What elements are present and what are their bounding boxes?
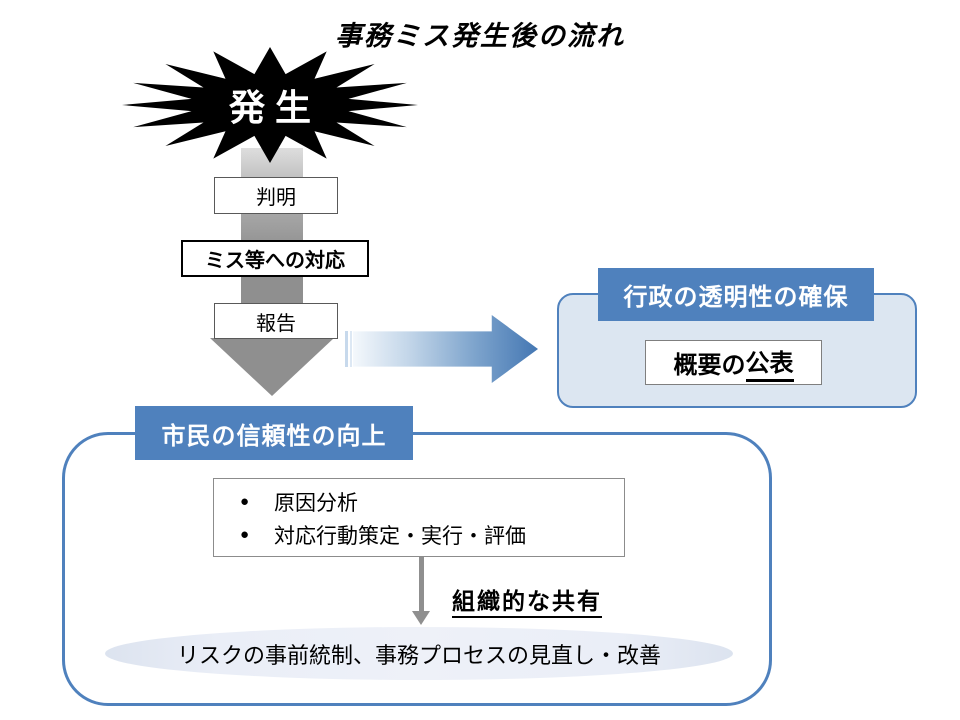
bullet-label: 対応行動策定・実行・評価	[274, 524, 526, 548]
step-box-report: 報告	[214, 303, 338, 339]
burst-shape: 発生	[120, 44, 420, 166]
trust-panel-header: 市民の信頼性の向上	[135, 406, 413, 460]
outcome-ellipse: リスクの事前統制、事務プロセスの見直し・改善	[105, 627, 733, 680]
step-label: ミス等への対応	[205, 250, 345, 272]
step-label: 報告	[256, 312, 296, 335]
share-label: 組織的な共有	[452, 582, 602, 618]
right-arrow-stripe	[350, 331, 352, 367]
explosion-icon	[122, 47, 418, 163]
bullet-label: 原因分析	[274, 491, 358, 515]
bullet-item: ● 原因分析	[240, 485, 624, 518]
transparency-panel-header: 行政の透明性の確保	[598, 268, 874, 321]
actions-box: ● 原因分析 ● 対応行動策定・実行・評価	[213, 478, 625, 557]
slide-title: 事務ミス発生後の流れ	[335, 21, 625, 52]
trust-header-label: 市民の信頼性の向上	[161, 422, 387, 450]
bullet-icon: ●	[240, 493, 250, 510]
bullet-item: ● 対応行動策定・実行・評価	[240, 518, 624, 551]
disclosure-label-underlined: 公表	[745, 343, 794, 382]
right-arrow-stripe	[345, 331, 348, 367]
down-arrow-head-icon	[210, 338, 334, 396]
thin-down-arrow-head-icon	[412, 611, 430, 625]
disclosure-box: 概要の公表	[645, 340, 822, 385]
bullet-icon: ●	[240, 526, 250, 543]
right-arrow-icon	[353, 315, 538, 383]
disclosure-label-prefix: 概要の	[673, 352, 746, 379]
transparency-header-label: 行政の透明性の確保	[623, 284, 849, 311]
step-label: 判明	[256, 187, 296, 209]
outcome-label: リスクの事前統制、事務プロセスの見直し・改善	[176, 642, 661, 668]
thin-down-arrow-shaft	[419, 557, 424, 613]
step-box-response: ミス等への対応	[181, 240, 369, 277]
step-box-discovery: 判明	[214, 177, 338, 214]
burst-label: 発生	[228, 87, 321, 128]
